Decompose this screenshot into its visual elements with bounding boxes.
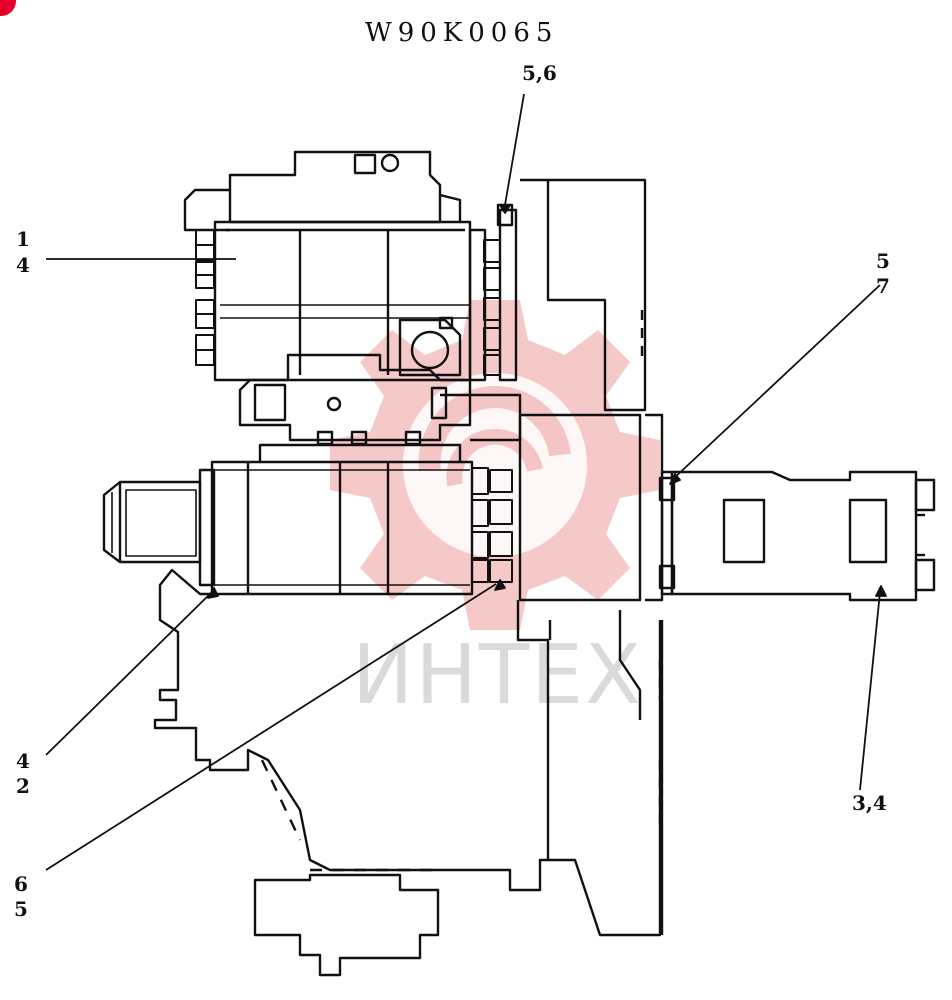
- callout-right-5: 5: [876, 249, 890, 273]
- upper-pump-assembly: [183, 150, 522, 446]
- callout-left-1: 1: [16, 227, 30, 251]
- central-housing: [516, 178, 664, 937]
- callout-left-4: 4: [16, 253, 30, 277]
- callout-bottom-left-2: 2: [16, 774, 30, 798]
- callout-bottom-left-4: 4: [16, 749, 30, 773]
- right-motor: [658, 470, 936, 602]
- drawing-title: W90K0065: [365, 18, 559, 48]
- leader-lines: [45, 93, 887, 871]
- callout-bottom-left-6: 6: [14, 872, 28, 896]
- base-frame: [153, 568, 548, 977]
- callout-right-3-4: 3,4: [852, 791, 887, 815]
- callout-right-7: 7: [876, 274, 890, 298]
- callout-top-5-6: 5,6: [522, 61, 557, 85]
- callout-bottom-left-5: 5: [14, 897, 28, 921]
- lower-pump-assembly: [102, 443, 513, 596]
